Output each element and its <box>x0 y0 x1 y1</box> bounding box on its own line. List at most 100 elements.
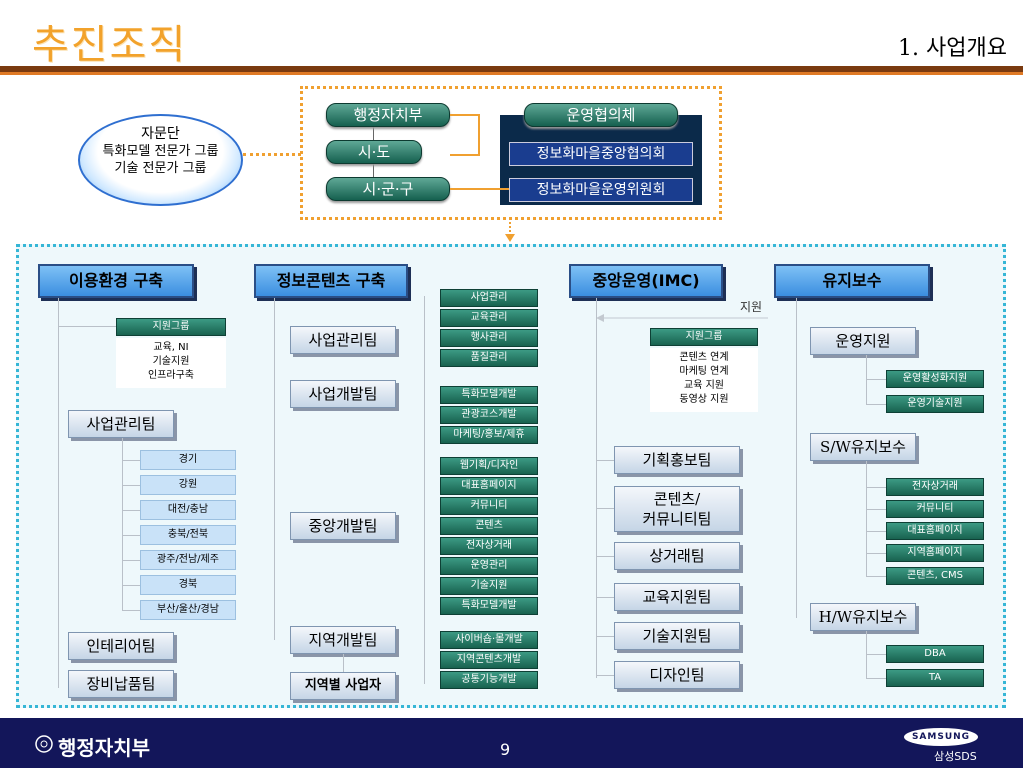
col3-team-content: 콘텐츠/ 커뮤니티팀 <box>614 486 740 532</box>
col2-mgmt-item: 행사관리 <box>440 329 538 347</box>
page-number: 9 <box>500 740 511 759</box>
col1-branch-support <box>58 326 116 327</box>
col2-team-mgmt: 사업관리팀 <box>290 326 396 354</box>
col3-team-planning: 기획홍보팀 <box>614 446 740 474</box>
advisory-title: 자문단 <box>141 126 180 142</box>
support-arrow-icon <box>596 308 768 322</box>
region-branch <box>122 585 140 586</box>
col1-team-mgmt: 사업관리팀 <box>68 410 174 438</box>
advisory-line2: 기술 전문가 그룹 <box>114 161 207 176</box>
col4-sub-trunk <box>866 461 867 577</box>
col2-central-item: 전자상거래 <box>440 537 538 555</box>
col3-branch <box>596 460 614 461</box>
col2-dev-item: 특화모델개발 <box>440 386 538 404</box>
col1-support-item: 교육, NI <box>153 342 189 353</box>
governance-box <box>300 86 722 220</box>
region-box: 강원 <box>140 475 236 495</box>
region-branch <box>122 610 140 611</box>
council-title: 운영협의체 <box>524 103 678 127</box>
col4-sub-trunk <box>866 631 867 679</box>
gov-city: 시·군·구 <box>326 177 450 201</box>
col2-central-item: 대표홈페이지 <box>440 477 538 495</box>
col4-hw-item: TA <box>886 669 984 687</box>
col4-sub-branch <box>866 576 886 577</box>
col4-sw-item: 콘텐츠, CMS <box>886 567 984 585</box>
col2-sub-trunk <box>424 296 425 684</box>
col4-group-sw: S/W유지보수 <box>810 433 916 461</box>
section-label: 1. 사업개요 <box>898 36 1007 61</box>
col3-support-item: 동영상 지원 <box>679 394 729 405</box>
col3-support-items: 콘텐츠 연계 마케팅 연계 교육 지원 동영상 지원 <box>650 348 758 412</box>
col2-central-item: 특화모델개발 <box>440 597 538 615</box>
link-city-committee <box>450 188 510 190</box>
header-divider-accent <box>0 72 1023 75</box>
col2-regional-item: 공통기능개발 <box>440 671 538 689</box>
col3-support-item: 교육 지원 <box>684 380 724 391</box>
footer-bar <box>0 718 1023 768</box>
col1-support-item: 인프라구축 <box>148 370 194 381</box>
col1-header: 이용환경 구축 <box>38 264 194 298</box>
gov-ministry: 행정자치부 <box>326 103 450 127</box>
region-branch <box>122 460 140 461</box>
col4-sw-item: 지역홈페이지 <box>886 544 984 562</box>
region-box: 충북/전북 <box>140 525 236 545</box>
col2-mgmt-item: 교육관리 <box>440 309 538 327</box>
region-box: 광주/전남/제주 <box>140 550 236 570</box>
advisory-ellipse: 자문단 특화모델 전문가 그룹 기술 전문가 그룹 <box>78 114 243 206</box>
col2-dev-item: 관광코스개발 <box>440 406 538 424</box>
col4-sub-branch <box>866 678 886 679</box>
col4-sw-item: 대표홈페이지 <box>886 522 984 540</box>
col4-hw-item: DBA <box>886 645 984 663</box>
col2-team-regional: 지역개발팀 <box>290 626 396 654</box>
col3-trunk <box>596 298 597 678</box>
col4-trunk <box>796 298 797 618</box>
col4-ops-item: 운영활성화지원 <box>886 370 984 388</box>
region-branch <box>122 510 140 511</box>
col2-team-dev: 사업개발팀 <box>290 380 396 408</box>
col2-central-item: 콘텐츠 <box>440 517 538 535</box>
col1-team-equipment: 장비납품팀 <box>68 670 174 698</box>
col3-branch <box>596 597 614 598</box>
col2-mgmt-item: 품질관리 <box>440 349 538 367</box>
col4-sw-item: 전자상거래 <box>886 478 984 496</box>
col4-group-ops: 운영지원 <box>810 327 916 355</box>
col3-support-title: 지원그룹 <box>650 328 758 346</box>
col3-support-item: 콘텐츠 연계 <box>679 352 729 363</box>
col3-support-label: 지원 <box>740 300 763 314</box>
col4-sub-trunk <box>866 355 867 405</box>
region-branch <box>122 560 140 561</box>
col3-team-commerce: 상거래팀 <box>614 542 740 570</box>
col1-support-items: 교육, NI 기술지원 인프라구축 <box>116 338 226 388</box>
col1-team-interior: 인테리어팀 <box>68 632 174 660</box>
col2-team-central: 중앙개발팀 <box>290 512 396 540</box>
col4-sub-branch <box>866 379 886 380</box>
region-box: 부산/울산/경남 <box>140 600 236 620</box>
col1-region-trunk <box>122 438 123 610</box>
col3-support-item: 마케팅 연계 <box>679 366 729 377</box>
col2-central-item: 커뮤니티 <box>440 497 538 515</box>
footer-ministry: 행정자치부 <box>58 736 150 760</box>
col1-support-item: 기술지원 <box>152 356 190 367</box>
gov-province: 시·도 <box>326 140 422 164</box>
region-branch <box>122 535 140 536</box>
col4-sw-item: 커뮤니티 <box>886 500 984 518</box>
samsung-logo: SAMSUNG <box>904 728 978 746</box>
page-title: 추진조직 <box>32 22 188 68</box>
down-arrow-icon <box>505 222 515 244</box>
ministry-emblem-icon <box>34 734 54 758</box>
col2-regional-item: 지역콘텐츠개발 <box>440 651 538 669</box>
col4-header: 유지보수 <box>774 264 930 298</box>
col4-sub-branch <box>866 509 886 510</box>
col3-team-tech: 기술지원팀 <box>614 622 740 650</box>
col2-central-item: 웹기획/디자인 <box>440 457 538 475</box>
operating-committee: 정보화마을운영위원회 <box>509 178 693 202</box>
region-box: 대전/충남 <box>140 500 236 520</box>
col2-header: 정보콘텐츠 구축 <box>254 264 408 298</box>
sds-label: 삼성SDS <box>934 750 977 763</box>
link-ministry-committee <box>450 114 480 156</box>
header-divider <box>0 66 1023 72</box>
col2-local-operator: 지역별 사업자 <box>290 672 396 700</box>
col1-support-title: 지원그룹 <box>116 318 226 336</box>
col3-branch <box>596 508 614 509</box>
region-box: 경북 <box>140 575 236 595</box>
